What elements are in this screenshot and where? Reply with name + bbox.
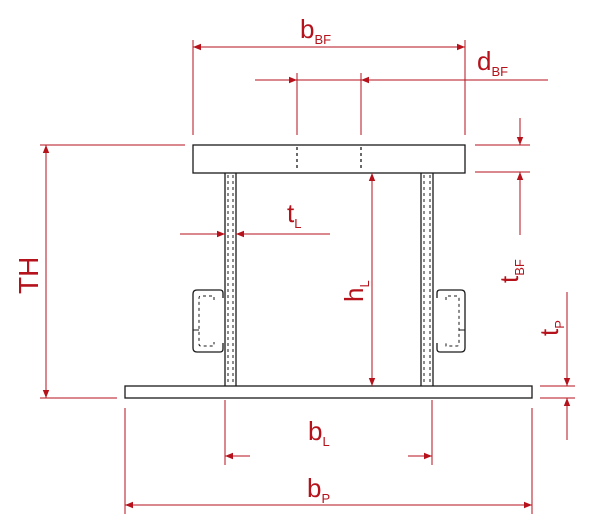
top-flange <box>192 144 466 174</box>
label-h-l: hL <box>339 280 372 302</box>
label-b-p: bP <box>307 473 330 506</box>
label-th: TH <box>13 257 44 294</box>
label-b-bf: bBF <box>300 14 331 47</box>
label-t-l: tL <box>287 198 301 231</box>
label-t-p: tP <box>534 320 567 336</box>
label-b-l: bL <box>308 416 330 449</box>
right-c-clip <box>436 289 466 353</box>
label-t-bf: tBF <box>494 259 527 283</box>
label-d-bf: dBF <box>477 46 508 79</box>
base-plate <box>124 385 533 399</box>
left-leg <box>224 173 237 386</box>
right-leg <box>420 173 434 386</box>
left-c-clip <box>192 289 224 353</box>
